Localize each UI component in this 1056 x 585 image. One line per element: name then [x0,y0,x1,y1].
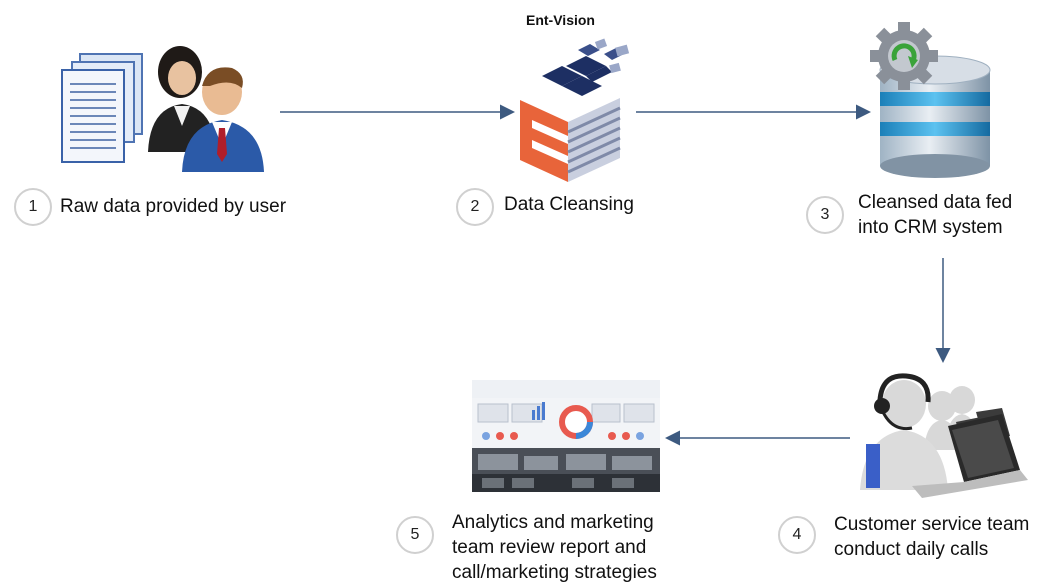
analytics-dashboard-icon [472,380,660,492]
database-sync-icon [870,22,991,178]
step-5-label-line-1: Analytics and marketing [452,512,654,533]
call-center-icon [860,373,1028,498]
step-1-label: Raw data provided by user [60,196,287,217]
step-3-number: 3 [806,196,844,234]
step-5-number: 5 [396,516,434,554]
step-3-label-line-1: Cleansed data fed [858,192,1013,213]
brand-name: Ent-Vision [526,12,595,28]
step-1-number: 1 [14,188,52,226]
users-documents-icon [61,46,264,172]
step-4-number: 4 [778,516,816,554]
step-5-label-line-3: call/marketing strategies [452,562,657,583]
step-4-label-line-1: Customer service team [834,514,1030,535]
step-5-label-line-2: team review report and [452,537,647,558]
ent-vision-logo-icon [520,38,630,182]
step-2-number: 2 [456,188,494,226]
step-4-label-line-2: conduct daily calls [834,539,989,560]
step-2-label: Data Cleansing [504,194,634,215]
step-3-label-line-2: into CRM system [858,217,1003,238]
